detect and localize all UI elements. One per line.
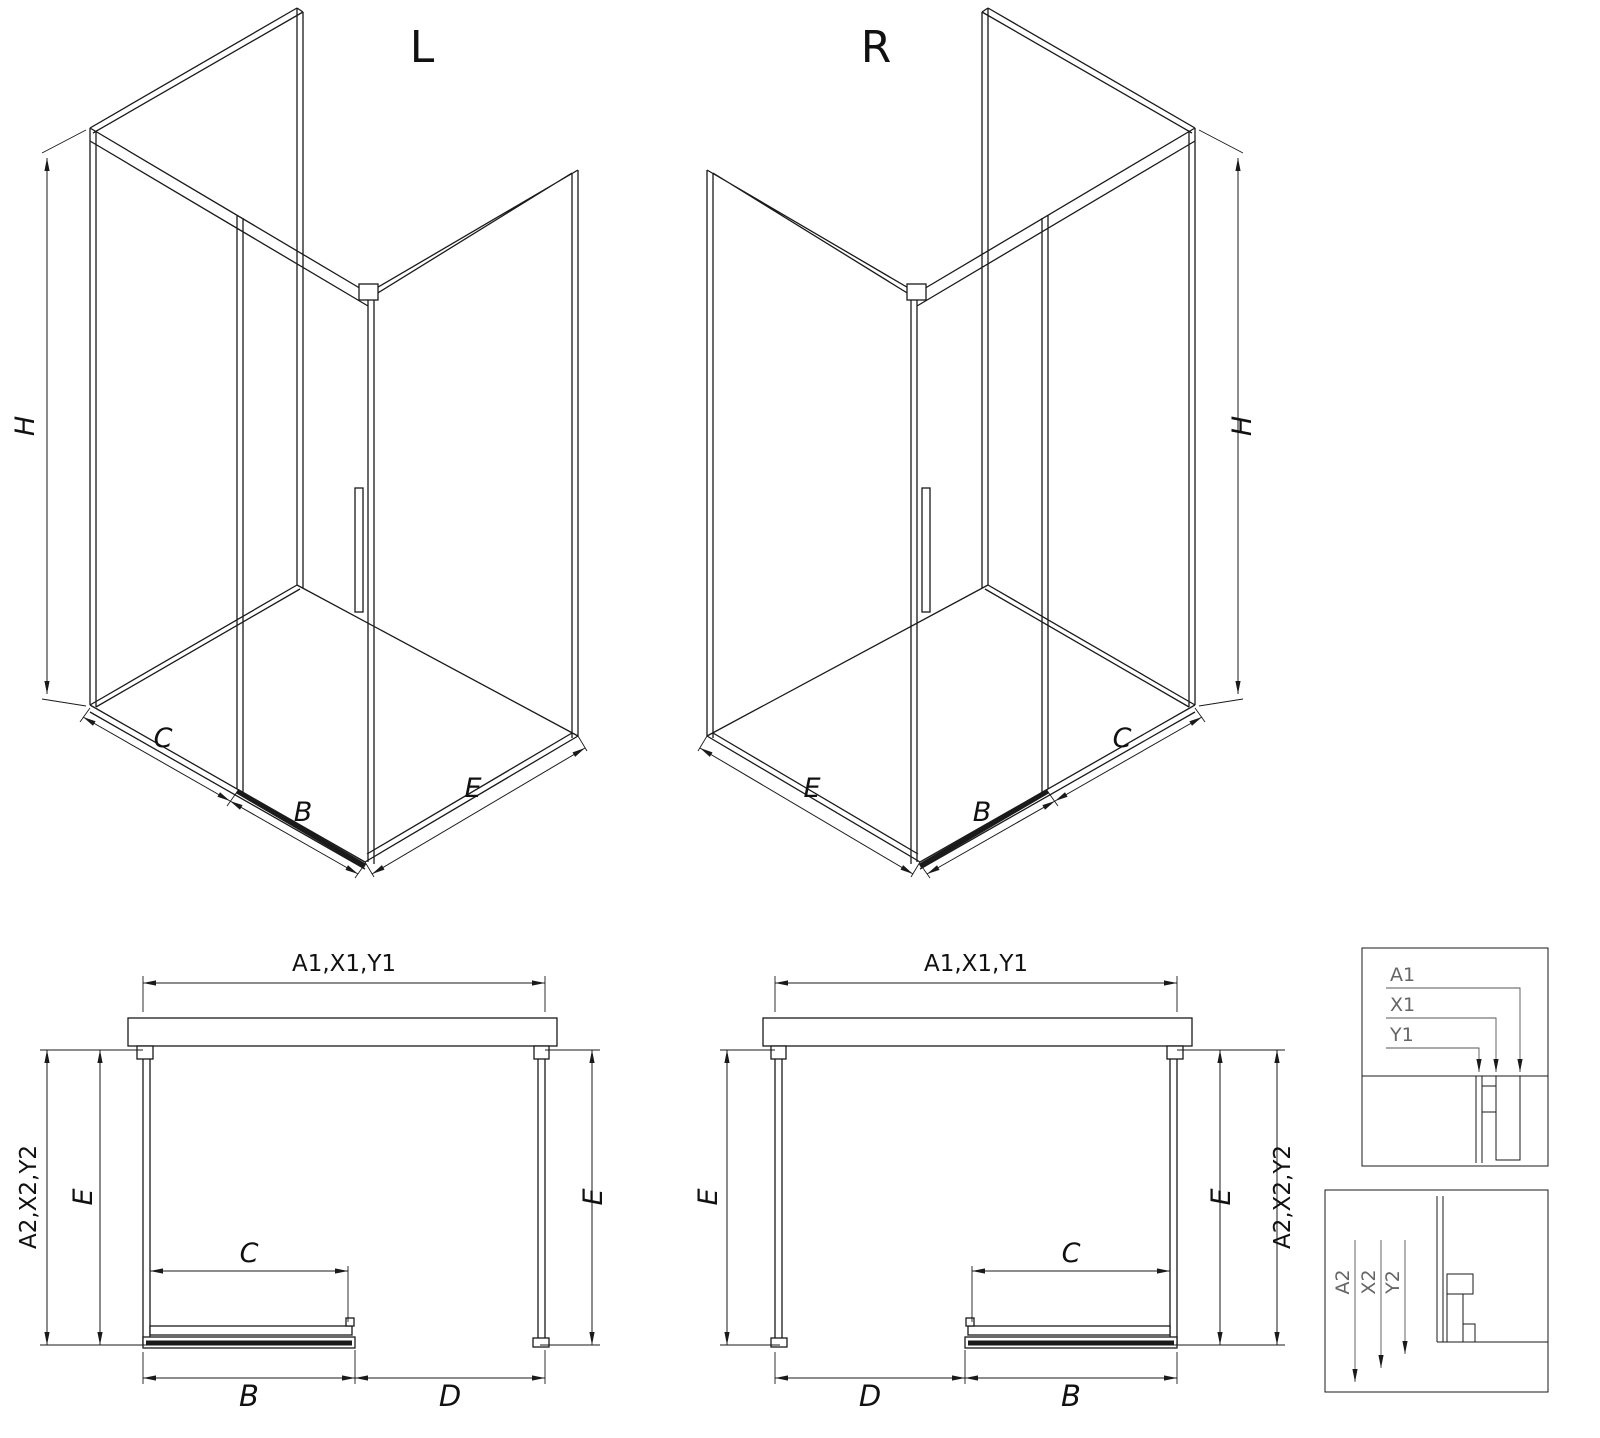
dim-label-b: B	[1061, 1379, 1081, 1413]
iso-view-right: R H C B E	[697, 7, 1258, 879]
wall-section	[762, 1017, 1193, 1047]
door-bumper	[965, 1317, 975, 1327]
dim-label-a1x1y1: A1,X1,Y1	[292, 951, 396, 977]
plan-view-left: A1,X1,Y1 A2,X2,Y2 E E C B D	[16, 951, 609, 1413]
detail-view-bottom: A2 X2 Y2	[1324, 1189, 1549, 1393]
dim-label-x2: X2	[1358, 1269, 1380, 1294]
dim-label-h: H	[10, 416, 41, 436]
profile-bracket	[1481, 1085, 1497, 1113]
wall-section-detail	[1495, 1075, 1521, 1161]
leader-x1	[1386, 1017, 1499, 1072]
wall-section-detail	[1446, 1293, 1464, 1343]
glass-panels-plan	[774, 1046, 1178, 1346]
dim-line-c	[1054, 716, 1203, 802]
leader-y1	[1386, 1047, 1482, 1072]
detail-box	[1324, 1189, 1549, 1393]
dim-label-b: B	[973, 797, 992, 828]
door-handle	[354, 487, 364, 613]
dim-label-c: C	[240, 1238, 259, 1269]
extension-lines	[720, 976, 1285, 1384]
sliding-door-plan	[967, 1325, 1171, 1336]
dim-label-b: B	[294, 797, 313, 828]
wall-section	[127, 1017, 558, 1047]
dim-label-c: C	[1062, 1238, 1081, 1269]
dim-label-e-right: E	[578, 1188, 609, 1205]
detail-box	[1361, 947, 1549, 1167]
dim-label-a2x2y2: A2,X2,Y2	[16, 1145, 42, 1249]
dim-label-e-right: E	[1206, 1188, 1237, 1205]
dim-line-c	[82, 716, 231, 802]
view-title-left: L	[410, 22, 435, 73]
view-title-right: R	[861, 22, 892, 73]
wall-profile-left	[136, 1045, 154, 1060]
dim-line-b	[229, 800, 359, 875]
dim-label-e-left: E	[68, 1188, 99, 1205]
dim-label-y2: Y2	[1382, 1270, 1404, 1295]
corner-bracket	[358, 283, 379, 301]
profile-bracket	[1446, 1273, 1474, 1295]
dim-label-b: B	[239, 1379, 259, 1413]
wall-profile-right	[1166, 1045, 1184, 1060]
wall-profile-left	[770, 1045, 787, 1060]
extension-lines	[41, 129, 588, 879]
dim-label-e: E	[464, 773, 481, 804]
detail-view-top: A1 X1 Y1	[1361, 947, 1549, 1167]
glass-panels-plan	[142, 1046, 546, 1346]
dim-label-a2: A2	[1332, 1269, 1354, 1294]
dim-line-b	[926, 800, 1056, 875]
sliding-door-plan	[149, 1325, 353, 1336]
leader-a1	[1386, 987, 1523, 1072]
panel-end-cap	[532, 1337, 550, 1348]
extension-lines	[697, 129, 1244, 879]
door-bumper	[345, 1317, 355, 1327]
profile-section-lines	[1436, 1196, 1548, 1343]
dim-label-d: D	[859, 1379, 881, 1413]
dim-line-e	[699, 747, 914, 875]
dim-label-a1x1y1: A1,X1,Y1	[924, 951, 1028, 977]
plan-view-right: A1,X1,Y1 A2,X2,Y2 E E C B D	[693, 951, 1296, 1413]
dim-label-e-left: E	[693, 1188, 724, 1205]
dim-label-c: C	[154, 723, 173, 754]
corner-bracket	[906, 283, 927, 301]
iso-view-left: L H C B E	[10, 7, 588, 879]
dim-label-h: H	[1227, 416, 1258, 436]
dim-label-x1: X1	[1390, 994, 1415, 1016]
door-handle	[921, 487, 931, 613]
dim-label-e: E	[803, 773, 820, 804]
dim-line-e	[371, 747, 586, 875]
dim-label-y1: Y1	[1389, 1024, 1414, 1046]
panel-end-cap	[770, 1337, 788, 1348]
extension-lines	[40, 976, 600, 1384]
dim-label-a2x2y2: A2,X2,Y2	[1270, 1145, 1296, 1249]
profile-foot	[1462, 1323, 1476, 1343]
dim-label-c: C	[1113, 723, 1132, 754]
dim-label-a1: A1	[1390, 964, 1415, 986]
wall-profile-right	[533, 1045, 550, 1060]
dim-label-d: D	[439, 1379, 461, 1413]
